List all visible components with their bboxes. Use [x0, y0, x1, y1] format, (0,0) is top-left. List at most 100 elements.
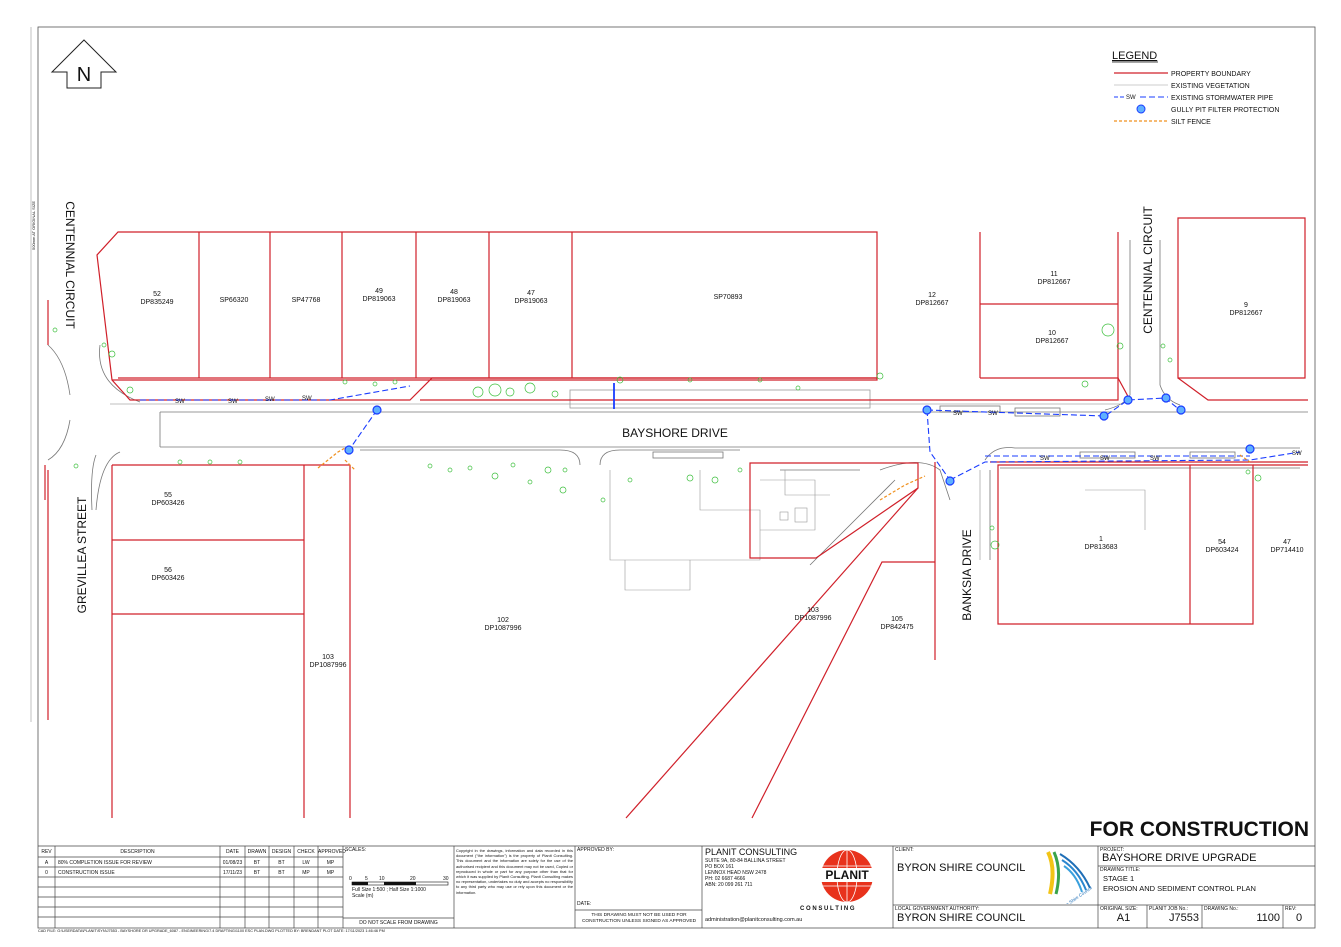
client-label: CLIENT:	[895, 847, 914, 853]
legend-sw-tag: SW	[1126, 95, 1136, 101]
address-line: PO BOX 161	[705, 864, 734, 870]
rev-cell: MP	[326, 860, 335, 866]
rev-cell: BT	[253, 870, 261, 876]
lot-plan: DP812667	[915, 300, 948, 307]
lot-plan: DP714410	[1270, 547, 1303, 554]
planit-logo-icon: PLANIT	[811, 849, 883, 903]
rev-header: CHECK	[297, 849, 315, 855]
north-arrow-icon: N	[50, 39, 118, 89]
rev-cell: 01/08/23	[222, 860, 243, 866]
title-block	[38, 845, 1315, 928]
company-address: SUITE 9A, 80-84 BALLINA STREET PO BOX 16…	[705, 858, 786, 888]
original-size: A1	[1116, 912, 1131, 924]
council-logo-icon: Byron Shire Council	[1046, 851, 1093, 904]
rev-header: DRAWN	[247, 849, 267, 855]
project-name: BAYSHORE DRIVE UPGRADE	[1102, 852, 1257, 864]
rev-header: DESIGN	[271, 849, 292, 855]
rev-cell: MP	[302, 870, 310, 876]
lot-plan: DP603426	[151, 575, 184, 582]
scale-tick: 10	[379, 876, 385, 882]
street-bayshore-drive: BAYSHORE DRIVE	[622, 426, 728, 440]
stormwater-pipes	[140, 385, 1301, 481]
side-note: 500mm AT ORIGINAL SIZE	[31, 201, 36, 250]
project-label: PROJECT:	[1100, 847, 1125, 853]
lot-number: 49	[375, 288, 383, 295]
rev-cell: LW	[302, 860, 310, 866]
rev-cell: A	[44, 860, 49, 866]
lot-number: 12	[928, 292, 936, 299]
lot-plan: DP812667	[1229, 310, 1262, 317]
client-name: BYRON SHIRE COUNCIL	[897, 862, 1026, 874]
lot-plan: DP1087996	[310, 662, 347, 669]
lot-plan: SP47768	[292, 297, 321, 304]
sheet-border	[37, 26, 1316, 929]
planit-logo-word: PLANIT	[825, 868, 869, 882]
address-line: LENNOX HEAD NSW 2478	[705, 870, 767, 876]
address-line: PH: 02 6687 4666	[705, 876, 746, 882]
lot-plan: DP603426	[151, 500, 184, 507]
approved-by-label: APPROVED BY:	[577, 847, 614, 853]
address-line: SUITE 9A, 80-84 BALLINA STREET	[705, 858, 786, 864]
north-label: N	[77, 64, 91, 86]
lot-number: 9	[1244, 302, 1248, 309]
legend-label: EXISTING VEGETATION	[1171, 83, 1250, 90]
rev-header: DESCRIPTION	[120, 849, 155, 855]
scale-tick: 20	[410, 876, 416, 882]
lot-number: 105	[891, 616, 903, 623]
lot-number: 103	[322, 654, 334, 661]
lot-number: 52	[153, 291, 161, 298]
rev-cell: 17/11/23	[222, 870, 243, 876]
rev-cell: BT	[278, 860, 285, 866]
address-line: ABN: 20 099 261 711	[705, 882, 753, 888]
company-name: PLANIT CONSULTING	[705, 847, 798, 857]
lot-plan: DP842475	[880, 624, 913, 631]
lot-plan: DP813683	[1084, 544, 1117, 551]
legend-label: GULLY PIT FILTER PROTECTION	[1171, 107, 1279, 114]
drawing-title-line: STAGE 1	[1103, 874, 1135, 883]
rev-header: REV	[41, 849, 52, 855]
lot-plan: DP819063	[437, 297, 470, 304]
rev-cell: BT	[278, 870, 285, 876]
gully-pits	[344, 393, 1255, 486]
scale-note: Full Size 1:500 ; Half Size 1:1000	[352, 887, 426, 893]
svg-text:SW: SW	[265, 397, 275, 403]
lot-plan: DP812667	[1037, 279, 1070, 286]
for-construction-stamp: FOR CONSTRUCTION	[1090, 818, 1309, 841]
svg-text:SW: SW	[1040, 456, 1050, 462]
svg-text:SW: SW	[302, 396, 312, 402]
scale-bar	[351, 881, 449, 886]
council-logo-text: Byron Shire Council	[1057, 885, 1092, 904]
legend-swatch-gully-pit	[1136, 104, 1146, 114]
svg-text:SW: SW	[988, 411, 998, 417]
rev-cell: BT	[253, 860, 261, 866]
original-size-label: ORIGINAL SIZE:	[1100, 906, 1138, 912]
company-email: administration@planitconsulting.com.au	[705, 917, 803, 923]
date-label: DATE:	[577, 901, 592, 907]
rev-cell: MP	[326, 870, 335, 876]
job-label: PLANIT JOB No.:	[1149, 906, 1189, 912]
svg-text:SW: SW	[953, 411, 963, 417]
lot-number: 10	[1048, 330, 1056, 337]
job-number: J7553	[1169, 912, 1199, 924]
legend-label: PROPERTY BOUNDARY	[1171, 71, 1251, 78]
lot-labels: 52 DP835249 SP66320 SP47768 49 DP819063 …	[140, 271, 1303, 669]
street-grevillea: GREVILLEA STREET	[75, 496, 89, 613]
copyright-note: Copyright in the drawings, information a…	[456, 848, 573, 895]
approval-warning: THIS DRAWING MUST NOT BE USED FOR CONSTR…	[581, 913, 697, 924]
lot-number: 47	[1283, 539, 1291, 546]
svg-text:SW: SW	[1100, 456, 1110, 462]
rev-header: APPROVED	[318, 849, 346, 855]
svg-text:SW: SW	[228, 399, 238, 405]
street-banksia-drive: BANKSIA DRIVE	[960, 529, 974, 620]
rev-label: REV:	[1285, 906, 1297, 912]
lot-plan: DP812667	[1035, 338, 1068, 345]
lot-number: 54	[1218, 539, 1226, 546]
property-boundaries	[44, 217, 1308, 819]
rev-header: DATE	[226, 849, 239, 855]
stormwater-tags: SW SW SW SW SW SW SW SW SW SW	[175, 396, 1302, 462]
scale-ticks: 0 5 10 20 30	[349, 876, 459, 882]
legend-label: SILT FENCE	[1171, 119, 1211, 126]
lot-number: 103	[807, 607, 819, 614]
lot-number: 55	[164, 492, 172, 499]
rev-cell: 0	[45, 870, 48, 876]
